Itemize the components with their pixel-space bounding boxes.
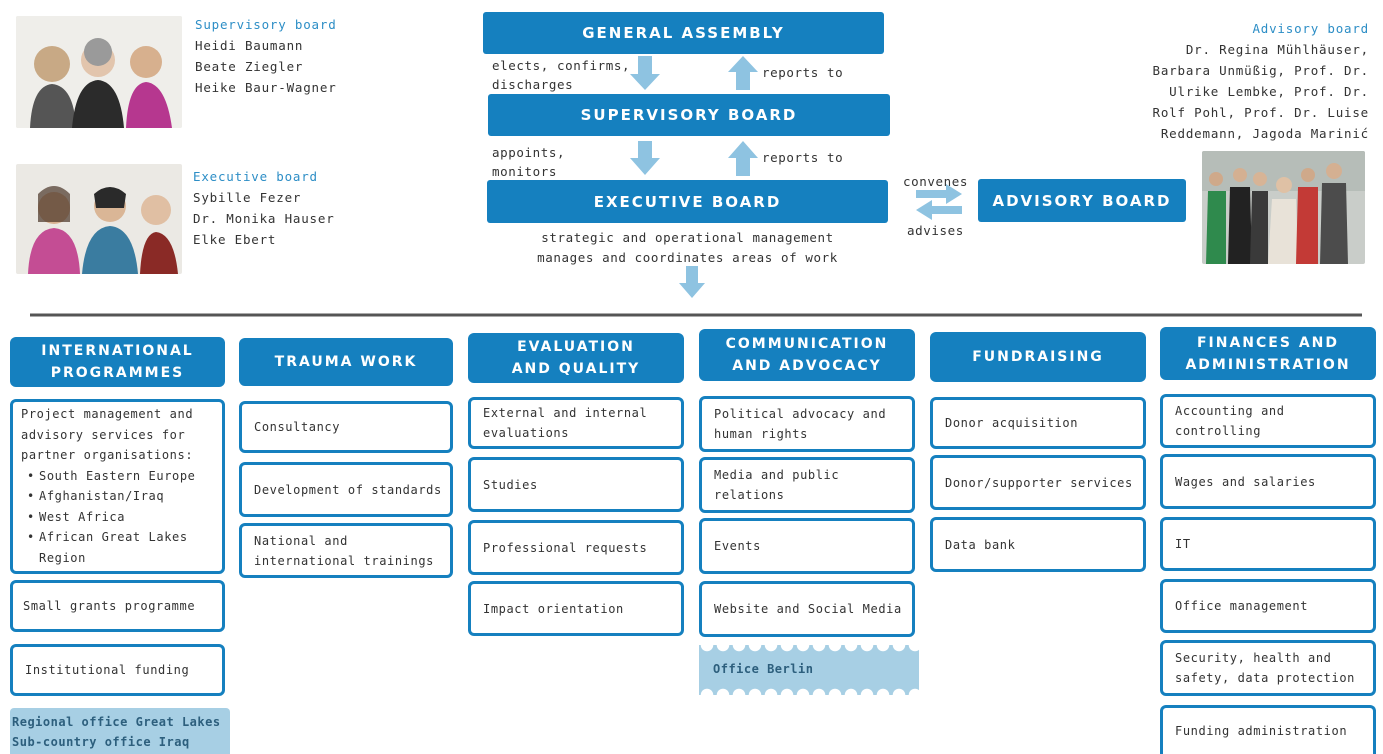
office-management-cell: Office management (1160, 579, 1376, 633)
supervisory-board-photo (16, 16, 182, 128)
supervisory-board-side-title: Supervisory board (195, 17, 337, 32)
studies-cell: Studies (468, 457, 684, 512)
dept-title-line1: COMMUNICATION (725, 336, 889, 352)
advisory-board-line: Rolf Pohl, Prof. Dr. Luise (1152, 105, 1369, 120)
office-berlin-box: Office Berlin (699, 645, 919, 695)
region-item-continuation: Region (39, 550, 86, 565)
supervisory-board-box: SUPERVISORY BOARD (488, 94, 890, 136)
project-management-cell: Project management and advisory services… (10, 399, 225, 574)
elects-label-line1: elects, confirms, (492, 58, 631, 73)
appoints-label: appoints, monitors (492, 143, 565, 181)
advisory-board-photo (1202, 151, 1365, 264)
management-description: strategic and operational management man… (487, 228, 888, 268)
elects-label-line2: discharges (492, 77, 574, 92)
dept-title-line2: PROGRAMMES (50, 365, 185, 381)
arrow-down-icon (630, 141, 660, 175)
events-cell: Events (699, 518, 915, 574)
dept-international-programmes-header: INTERNATIONAL PROGRAMMES (10, 337, 225, 387)
arrow-down-icon (679, 266, 705, 298)
management-line2: manages and coordinates areas of work (537, 250, 838, 265)
advisory-board-side-title: Advisory board (1252, 21, 1369, 36)
reports-to-label-1: reports to (762, 65, 844, 80)
advises-label: advises (907, 223, 964, 238)
dept-communication-advocacy-header: COMMUNICATION AND ADVOCACY (699, 329, 915, 381)
security-health-safety-cell: Security, health and safety, data protec… (1160, 640, 1376, 696)
region-list: South Eastern Europe Afghanistan/Iraq We… (21, 466, 196, 569)
region-item: Afghanistan/Iraq (21, 486, 196, 507)
dept-title-line1: FUNDRAISING (972, 349, 1104, 365)
general-assembly-box: GENERAL ASSEMBLY (483, 12, 884, 54)
executive-board-member: Elke Ebert (193, 232, 277, 247)
accounting-controlling-cell: Accounting and controlling (1160, 394, 1376, 448)
intro-line: advisory services for (21, 427, 186, 442)
it-cell: IT (1160, 517, 1376, 571)
executive-board-member: Sybille Fezer (193, 190, 302, 205)
dept-title-line2: ADMINISTRATION (1185, 356, 1351, 373)
management-line1: strategic and operational management (541, 230, 834, 245)
dept-title-line1: INTERNATIONAL (41, 343, 194, 359)
website-social-media-cell: Website and Social Media (699, 581, 915, 637)
dept-evaluation-quality-header: EVALUATION AND QUALITY (468, 333, 684, 383)
funding-administration-cell: Funding administration (1160, 705, 1376, 754)
office-line: Regional office Great Lakes (12, 715, 221, 729)
dept-title-line1: EVALUATION (517, 339, 635, 355)
region-item: West Africa (21, 507, 196, 528)
arrow-up-icon (728, 141, 758, 176)
arrow-down-icon (630, 56, 660, 90)
executive-board-side-block: Executive board Sybille Fezer Dr. Monika… (193, 166, 335, 250)
dept-title-line1: FINANCES AND (1196, 334, 1339, 351)
development-standards-cell: Development of standards (239, 462, 453, 517)
intro-line: partner organisations: (21, 448, 194, 462)
wages-salaries-cell: Wages and salaries (1160, 454, 1376, 509)
appoints-label-line1: appoints, (492, 145, 566, 160)
elects-label: elects, confirms, discharges (492, 56, 630, 94)
advisory-board-line: Barbara Unmüßig, Prof. Dr. (1152, 63, 1369, 78)
dept-title-line1: TRAUMA WORK (274, 354, 418, 370)
supervisory-board-member: Heidi Baumann (195, 38, 304, 53)
donor-acquisition-cell: Donor acquisition (930, 397, 1146, 449)
institutional-funding-cell: Institutional funding (10, 644, 225, 696)
supervisory-board-member: Beate Ziegler (195, 59, 304, 74)
consultancy-cell: Consultancy (239, 401, 453, 453)
dept-fundraising-header: FUNDRAISING (930, 332, 1146, 382)
advisory-board-box: ADVISORY BOARD (978, 179, 1186, 222)
arrow-up-icon (728, 56, 758, 90)
dept-title-line2: AND ADVOCACY (732, 358, 882, 374)
region-item: African Great Lakes (21, 527, 196, 548)
dept-finances-administration-header: FINANCES AND ADMINISTRATION (1160, 327, 1376, 380)
advisory-board-line: Dr. Regina Mühlhäuser, (1185, 42, 1369, 57)
appoints-label-line2: monitors (492, 164, 558, 179)
donor-supporter-services-cell: Donor/supporter services (930, 455, 1146, 510)
supervisory-board-member: Heike Baur-Wagner (195, 80, 337, 95)
advisory-board-line: Reddemann, Jagoda Marinić (1160, 126, 1369, 141)
arrow-left-icon (916, 200, 962, 220)
external-internal-evaluations-cell: External and internal evaluations (468, 397, 684, 449)
impact-orientation-cell: Impact orientation (468, 581, 684, 636)
dept-trauma-work-header: TRAUMA WORK (239, 338, 453, 386)
advisory-board-side-block: Advisory board Dr. Regina Mühlhäuser, Ba… (1153, 18, 1369, 144)
political-advocacy-cell: Political advocacy and human rights (699, 396, 915, 452)
trainings-cell: National and international trainings (239, 523, 453, 578)
executive-board-photo (16, 164, 182, 274)
executive-board-member: Dr. Monika Hauser (193, 211, 335, 226)
region-item: South Eastern Europe (21, 466, 196, 487)
professional-requests-cell: Professional requests (468, 520, 684, 575)
supervisory-board-side-block: Supervisory board Heidi Baumann Beate Zi… (195, 14, 337, 98)
executive-board-box: EXECUTIVE BOARD (487, 180, 888, 223)
reports-to-label-2: reports to (762, 150, 844, 165)
office-line: Sub-country office Iraq (12, 735, 190, 749)
regional-office-box: Regional office Great Lakes Sub-country … (10, 708, 230, 754)
convenes-label: convenes (903, 174, 969, 189)
intro-line: Project management and (21, 407, 194, 421)
small-grants-cell: Small grants programme (10, 580, 225, 632)
advisory-board-line: Ulrike Lembke, Prof. Dr. (1169, 84, 1369, 99)
dept-title-line2: AND QUALITY (511, 361, 641, 377)
data-bank-cell: Data bank (930, 517, 1146, 572)
media-public-relations-cell: Media and public relations (699, 457, 915, 513)
executive-board-side-title: Executive board (193, 169, 318, 184)
